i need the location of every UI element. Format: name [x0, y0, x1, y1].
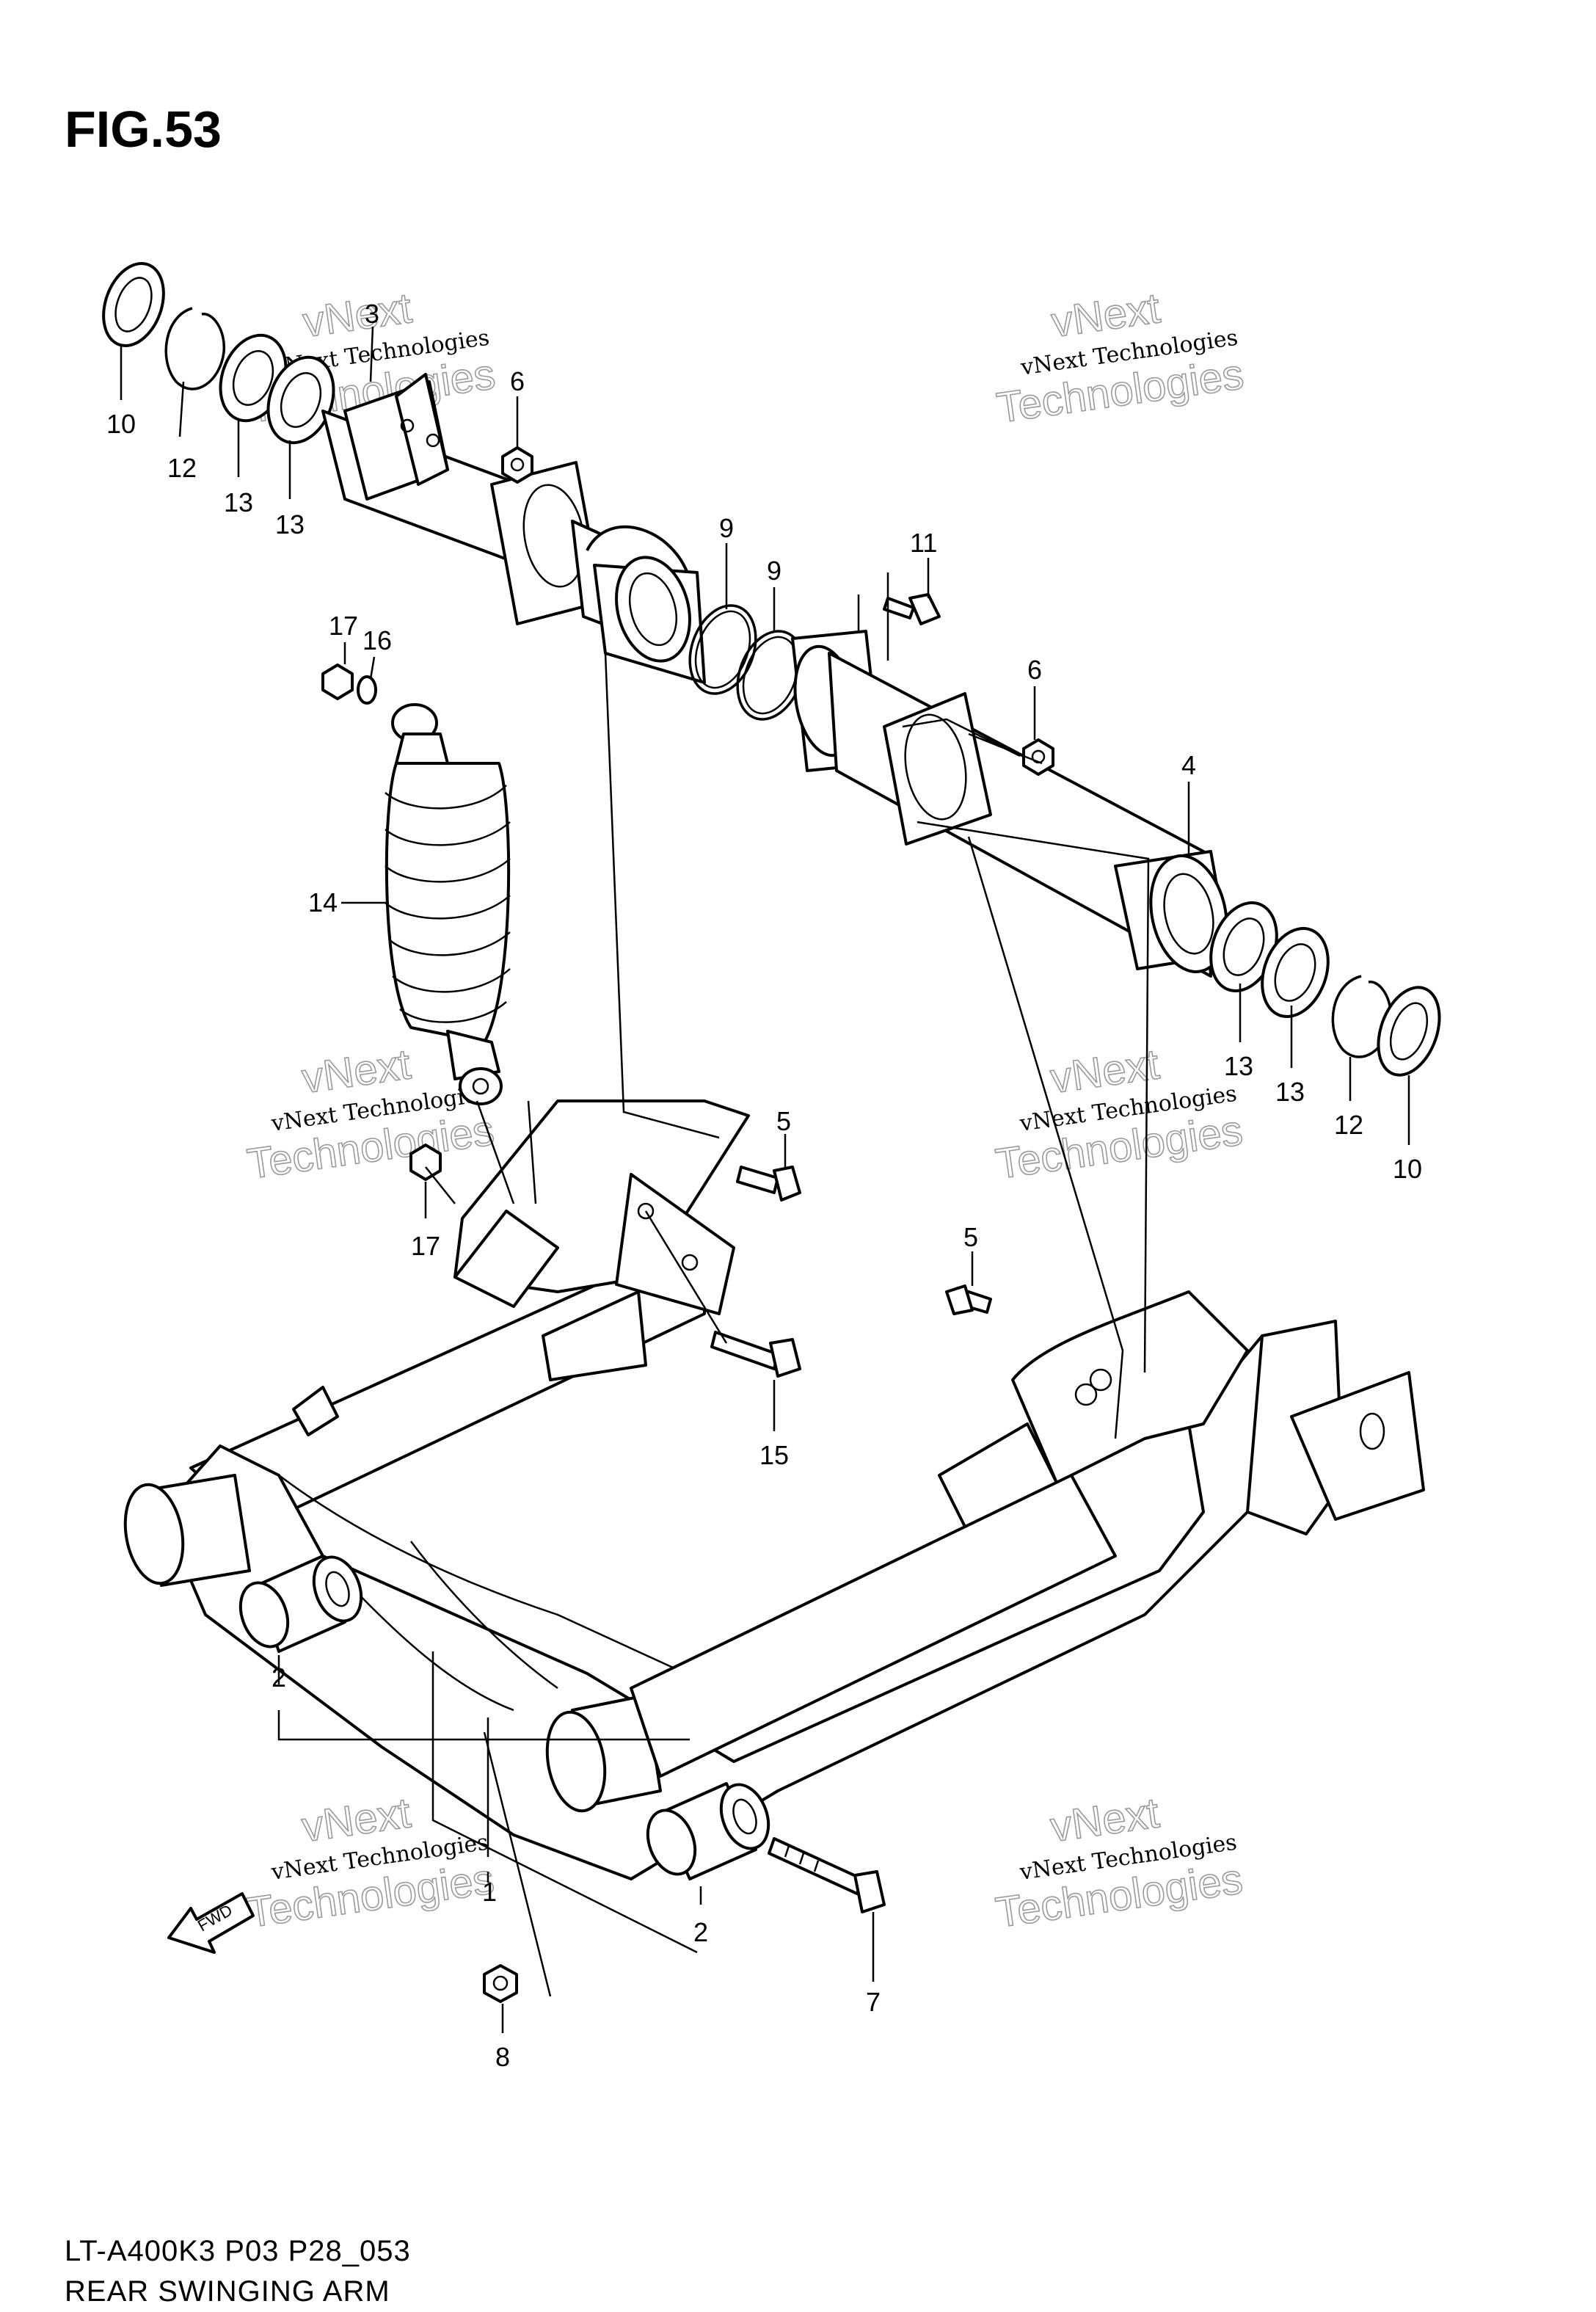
- swinging-arm: [123, 1099, 1425, 1880]
- callout-3: 3: [365, 299, 379, 329]
- bushing-2-left: [238, 1555, 363, 1653]
- circlip-right: [1331, 975, 1393, 1058]
- bolt-5-lower: [945, 1284, 992, 1315]
- bearing-left-inner: [266, 355, 335, 445]
- pivot-tube-right: [791, 630, 1231, 978]
- callout-12-right: 12: [1334, 1110, 1363, 1140]
- callout-12-left: 12: [167, 453, 197, 483]
- callout-9-right: 9: [767, 556, 781, 586]
- bolt-5-upper: [736, 1166, 801, 1202]
- circlip-left: [164, 307, 226, 390]
- nut-17-lower: [409, 1144, 442, 1181]
- watermark-bottom-left: vNext vNext Technologies Technologies: [244, 1788, 498, 1937]
- callout-8: 8: [495, 2042, 510, 2072]
- callout-4: 4: [1181, 750, 1196, 780]
- watermark-top-right: vNext vNext Technologies Technologies: [994, 283, 1247, 432]
- o-ring-left: [688, 604, 757, 695]
- bolt-15: [710, 1331, 801, 1378]
- pivot-tube-left: [321, 373, 706, 684]
- footer-code: LT-A400K3 P03 P28_053: [65, 2235, 411, 2267]
- callout-16: 16: [362, 625, 392, 655]
- bearing-right-outer: [1261, 926, 1330, 1019]
- oil-seal-right: [1377, 986, 1441, 1077]
- callout-10-left: 10: [106, 409, 136, 439]
- oil-seal-left: [102, 261, 165, 348]
- callouts: 10 12 13 13 3 6 9 9 11 6 4 13 13 12 10 1…: [106, 299, 1422, 2072]
- callout-5-upper: 5: [776, 1106, 791, 1136]
- bolt-7: [768, 1837, 886, 1913]
- callout-1: 1: [482, 1877, 497, 1907]
- washer-16: [357, 675, 377, 705]
- callout-5-lower: 5: [963, 1222, 978, 1252]
- shock-absorber: [385, 703, 511, 1105]
- callout-9-left: 9: [719, 513, 734, 543]
- figure-title: FIG.53: [65, 101, 222, 158]
- bushing-2-right: [646, 1782, 770, 1880]
- callout-15: 15: [759, 1440, 789, 1470]
- leader-lines: [120, 326, 1410, 2033]
- callout-17-top: 17: [329, 611, 358, 641]
- watermark-bottom-right: vNext vNext Technologies Technologies: [992, 1788, 1246, 1937]
- watermark-mid-right: vNext vNext Technologies Technologies: [992, 1039, 1246, 1188]
- callout-14: 14: [308, 887, 338, 917]
- bolt-11: [883, 593, 941, 625]
- callout-6-left: 6: [510, 366, 525, 396]
- callout-13-c: 13: [1224, 1051, 1253, 1081]
- footer-name: REAR SWINGING ARM: [65, 2275, 390, 2308]
- callout-13-b: 13: [275, 509, 305, 539]
- nut-6-left: [501, 446, 533, 484]
- callout-17-lower: 17: [411, 1231, 440, 1261]
- callout-13-d: 13: [1275, 1077, 1305, 1107]
- nut-8: [483, 1964, 518, 2003]
- callout-7: 7: [866, 1987, 881, 2017]
- callout-13-a: 13: [224, 487, 253, 517]
- callout-10-right: 10: [1393, 1154, 1422, 1184]
- watermark-mid-left: vNext vNext Technologies Technologies: [244, 1039, 498, 1188]
- callout-11: 11: [910, 528, 937, 558]
- callout-2-right: 2: [693, 1917, 708, 1947]
- callout-6-right: 6: [1027, 655, 1042, 685]
- forward-arrow: FWD: [167, 1892, 255, 1954]
- callout-2-left: 2: [272, 1662, 286, 1693]
- nut-17-top: [321, 664, 354, 700]
